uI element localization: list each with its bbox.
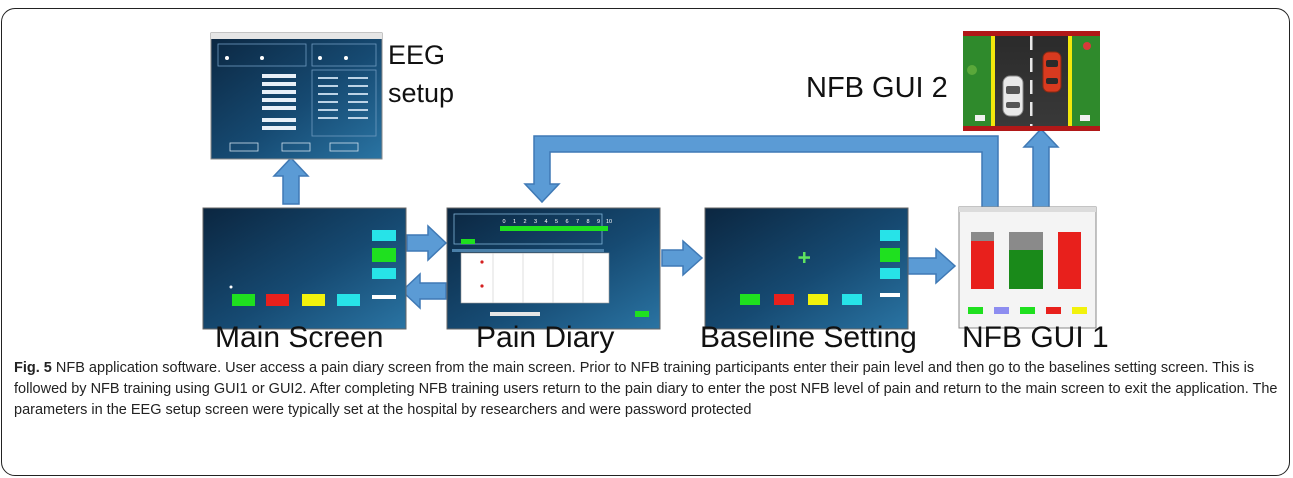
- nfb-gui2-screen: [963, 31, 1100, 131]
- pain-scale-tick: 8: [586, 219, 589, 225]
- pain-diary-label: Pain Diary: [476, 321, 615, 354]
- arrow-diary-to-main: [400, 272, 447, 310]
- main-screen: [202, 207, 407, 330]
- pain-scale: 0 1 2 3 4 5 6 7 8 9 10: [502, 219, 612, 225]
- arrow-baseline-to-gui1: [907, 247, 957, 285]
- pain-scale-tick: 7: [576, 219, 579, 225]
- pain-scale-tick: 9: [597, 219, 600, 225]
- arrow-main-to-diary: [406, 224, 448, 262]
- baseline-setting-label: Baseline Setting: [700, 321, 917, 354]
- pain-scale-tick: 5: [555, 219, 558, 225]
- pain-scale-tick: 4: [544, 219, 547, 225]
- pain-scale-tick: 6: [565, 219, 568, 225]
- nfb-gui1-label: NFB GUI 1: [962, 321, 1109, 354]
- pain-scale-tick: 10: [606, 219, 612, 225]
- eeg-setup-label-line1: EEG: [388, 40, 446, 70]
- eeg-setup-screen: [210, 32, 383, 160]
- arrow-main-to-eeg: [272, 156, 310, 205]
- arrow-gui1-to-diary: [523, 135, 999, 209]
- figure-number: Fig. 5: [14, 360, 52, 376]
- main-screen-label: Main Screen: [215, 321, 384, 354]
- pain-diary-screen: [446, 207, 661, 330]
- baseline-setting-screen: [704, 207, 909, 330]
- figure-caption-text: NFB application software. User access a …: [14, 360, 1278, 418]
- figure-border: [1, 8, 1290, 476]
- figure-caption: Fig. 5 NFB application software. User ac…: [14, 358, 1279, 421]
- arrow-diary-to-baseline: [661, 239, 704, 277]
- pain-scale-tick: 1: [513, 219, 516, 225]
- pain-scale-tick: 2: [523, 219, 526, 225]
- pain-scale-tick: 3: [534, 219, 537, 225]
- nfb-gui1-screen: [958, 206, 1097, 329]
- nfb-gui2-label: NFB GUI 2: [806, 72, 948, 104]
- eeg-setup-label: EEG setup: [388, 36, 454, 112]
- pain-scale-tick: 0: [502, 219, 505, 225]
- eeg-setup-label-line2: setup: [388, 78, 455, 108]
